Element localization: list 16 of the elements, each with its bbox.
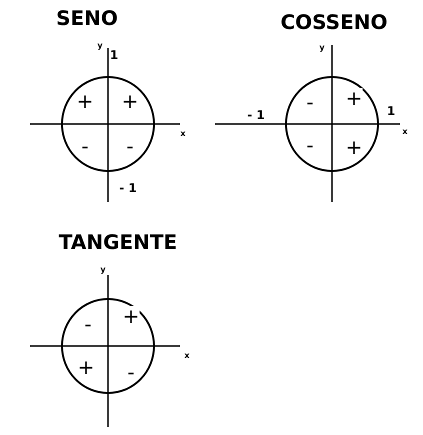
axis-label: y bbox=[319, 44, 325, 52]
function-title: SENO bbox=[56, 8, 118, 28]
axis-label: x bbox=[402, 128, 408, 136]
axis-label: y bbox=[100, 266, 106, 274]
function-title: COSSENO bbox=[280, 12, 388, 32]
tick-label: - 1 bbox=[119, 182, 137, 194]
sign-label: + bbox=[76, 91, 94, 111]
tick-label: 1 bbox=[110, 49, 118, 61]
tick-label: - 1 bbox=[247, 109, 265, 121]
sign-label: + bbox=[346, 88, 362, 108]
function-title: TANGENTE bbox=[58, 232, 178, 252]
tick-label: 1 bbox=[386, 105, 396, 117]
axis-label: x bbox=[184, 352, 190, 360]
axis-label: x bbox=[180, 130, 186, 138]
sign-label: + bbox=[122, 306, 140, 326]
axis-label: y bbox=[97, 42, 103, 50]
